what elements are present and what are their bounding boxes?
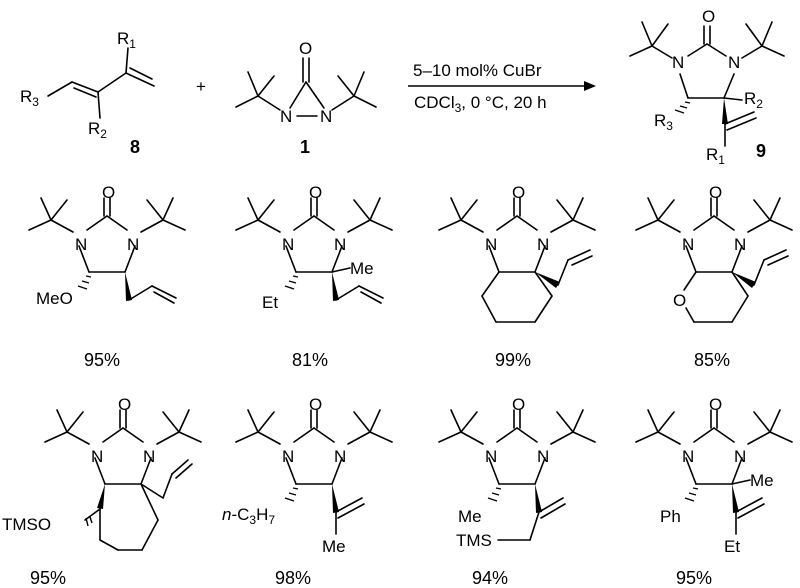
r3-label: R3 bbox=[20, 87, 39, 109]
ex3-n-left: N bbox=[485, 235, 497, 254]
ex4-ring-o: O bbox=[673, 291, 686, 310]
ex7-o: O bbox=[512, 395, 525, 414]
ex4-yield: 85% bbox=[694, 350, 730, 370]
product-n-right: N bbox=[728, 53, 740, 72]
ex5-o: O bbox=[118, 395, 131, 414]
ex7-yield: 94% bbox=[472, 568, 508, 588]
ex4-n-left: N bbox=[682, 235, 694, 254]
ex6-n-right: N bbox=[334, 447, 346, 466]
reagent-line-1: 5–10 mol% CuBr bbox=[413, 61, 542, 80]
compound-number-9: 9 bbox=[756, 141, 766, 161]
ex5-n-left: N bbox=[91, 447, 103, 466]
plus-sign: + bbox=[196, 77, 206, 96]
r2-label: R2 bbox=[88, 119, 107, 141]
example-7: O N N Me TMS 94% bbox=[438, 395, 596, 588]
ex7-n-left: N bbox=[485, 447, 497, 466]
ex8-n-left: N bbox=[682, 447, 694, 466]
product-o: O bbox=[702, 7, 715, 26]
ex6-n-left: N bbox=[282, 447, 294, 466]
ex4-o: O bbox=[709, 183, 722, 202]
ex8-substituent: Ph bbox=[660, 507, 681, 526]
ex7-tms: TMS bbox=[456, 531, 492, 550]
ex5-substituent: TMSO bbox=[2, 515, 51, 534]
diaziridinone-1: O N N 1 bbox=[235, 39, 377, 157]
example-3: O N N 99% bbox=[438, 183, 596, 370]
ex1-n-left: N bbox=[75, 235, 87, 254]
carbonyl-o: O bbox=[299, 39, 312, 58]
ex7-n-right: N bbox=[537, 447, 549, 466]
product-9: O N N R3 R2 R1 9 bbox=[629, 7, 785, 167]
n-right: N bbox=[320, 107, 332, 126]
ex2-methyl: Me bbox=[350, 259, 374, 278]
example-1: O N N MeO 95% bbox=[28, 183, 186, 370]
ex2-n-left: N bbox=[282, 235, 294, 254]
r1-label: R1 bbox=[117, 29, 136, 51]
example-5: O N N TMSO 95% bbox=[2, 395, 202, 588]
compound-number-8: 8 bbox=[130, 137, 140, 157]
example-2: O N N Et Me 81% bbox=[235, 183, 393, 370]
ex4-n-right: N bbox=[734, 235, 746, 254]
ex2-n-right: N bbox=[334, 235, 346, 254]
ex6-yield: 98% bbox=[275, 568, 311, 588]
product-n-left: N bbox=[672, 53, 684, 72]
ex8-yield: 95% bbox=[676, 568, 712, 588]
ex2-o: O bbox=[309, 183, 322, 202]
ex3-o: O bbox=[512, 183, 525, 202]
ex8-n-right: N bbox=[734, 447, 746, 466]
example-6: O N N n-C3H7 Me 98% bbox=[222, 395, 393, 588]
product-r2: R2 bbox=[744, 89, 763, 111]
ex2-substituent: Et bbox=[262, 293, 278, 312]
ex3-yield: 99% bbox=[495, 350, 531, 370]
ex2-yield: 81% bbox=[292, 350, 328, 370]
example-4: O N N O 85% bbox=[635, 183, 793, 370]
ex6-substituent: n-C3H7 bbox=[222, 505, 275, 527]
example-8: O N N Ph Me Et 95% bbox=[635, 395, 793, 588]
ex5-yield: 95% bbox=[30, 568, 66, 588]
product-r1: R1 bbox=[706, 145, 725, 167]
ex6-o: O bbox=[309, 395, 322, 414]
ex1-o: O bbox=[102, 183, 115, 202]
ex8-o: O bbox=[709, 395, 722, 414]
ex3-n-right: N bbox=[537, 235, 549, 254]
ex1-n-right: N bbox=[127, 235, 139, 254]
ex8-ethyl: Et bbox=[724, 537, 740, 556]
ex6-methyl: Me bbox=[322, 537, 346, 556]
compound-number-1: 1 bbox=[300, 137, 310, 157]
n-left: N bbox=[280, 107, 292, 126]
reaction-arrow: 5–10 mol% CuBr CDCl3, 0 °C, 20 h bbox=[408, 61, 596, 115]
product-r3: R3 bbox=[654, 111, 673, 133]
reagent-line-2: CDCl3, 0 °C, 20 h bbox=[414, 93, 547, 115]
ex5-n-right: N bbox=[143, 447, 155, 466]
diene-8: R1 R3 R2 8 bbox=[20, 29, 155, 157]
ex1-yield: 95% bbox=[84, 350, 120, 370]
ex7-substituent: Me bbox=[458, 507, 482, 526]
ex1-substituent: MeO bbox=[36, 289, 73, 308]
ex8-methyl: Me bbox=[750, 471, 774, 490]
